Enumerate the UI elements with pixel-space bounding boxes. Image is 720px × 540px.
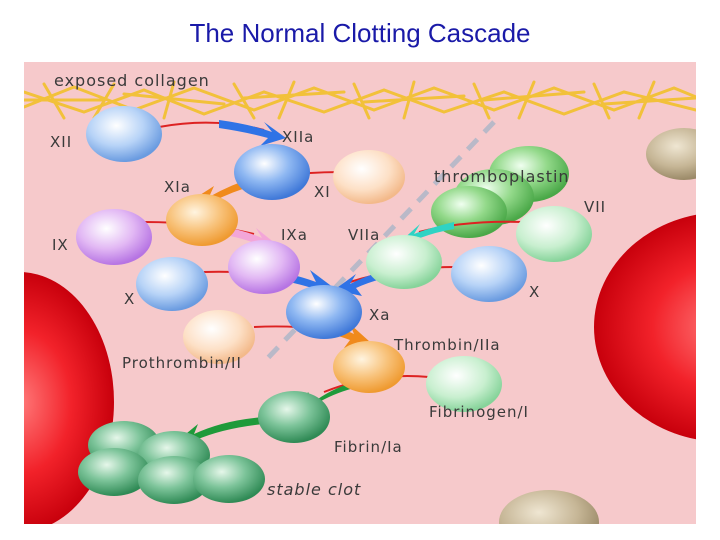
xii-label: XII [50,133,72,151]
ix-label: IX [52,236,69,254]
clotting-cascade-diagram: exposed collagen thromboplastin [24,62,696,524]
platelet-top-right [646,128,696,180]
arrow-fibrin-to-clot [176,417,264,450]
factor-x-right-sphere [451,246,527,302]
x-left-label: X [124,290,135,308]
slide-title: The Normal Clotting Cascade [189,18,531,48]
factor-xia-sphere [166,194,238,246]
fibrin-sphere [258,391,330,443]
ixa-label: IXa [281,226,308,244]
arrow-xii-to-xiia [158,120,286,146]
x-right-label: X [529,283,540,301]
platelet-bottom-right [499,490,599,524]
factor-xii-sphere [86,106,162,162]
fibrinogen-sphere [426,356,502,412]
vii-label: VII [584,198,606,216]
factor-ix-sphere [76,209,152,265]
factor-ixa-sphere [228,240,300,294]
stable-clot-cluster [78,421,265,504]
thrombin-sphere [333,341,405,393]
factor-xa-sphere [286,285,362,339]
xi-label: XI [314,183,331,201]
collagen-band [24,80,696,120]
thrombin-label: Thrombin/IIa [393,336,501,354]
xa-label: Xa [369,306,390,324]
factor-xiia-sphere [234,144,310,200]
red-blood-cell-right [594,214,696,440]
factor-x-left-sphere [136,257,208,311]
factor-viia-sphere [366,235,442,289]
viia-label: VIIa [348,226,380,244]
factor-xi-sphere [333,150,405,204]
xiia-label: XIIa [282,128,314,146]
thromboplastin-label: thromboplastin [434,167,570,186]
fibrin-label: Fibrin/Ia [334,438,403,456]
exposed-collagen-label: exposed collagen [54,71,210,90]
prothrombin-sphere [183,310,255,364]
xia-label: XIa [164,178,191,196]
factor-vii-sphere [516,206,592,262]
stable-clot-label: stable clot [267,480,361,499]
prothrombin-label: Prothrombin/II [122,354,242,372]
fibrinogen-label: Fibrinogen/I [429,403,529,421]
